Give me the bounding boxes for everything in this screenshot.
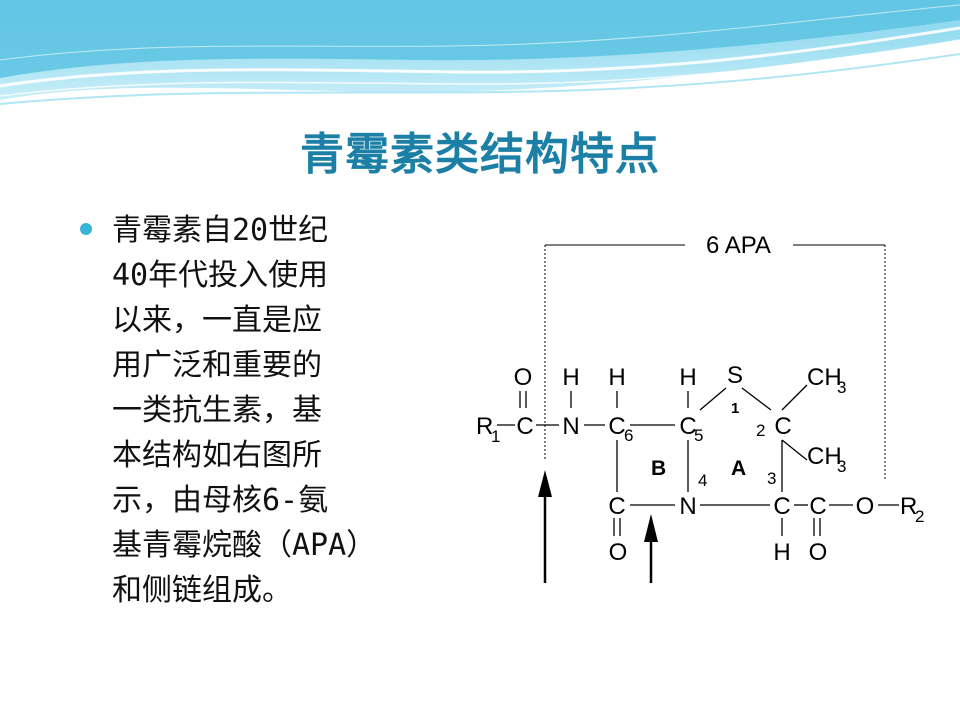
apa-label: 6 APA [706, 232, 771, 259]
atom-label: C [809, 493, 826, 520]
page-title: 青霉素类结构特点 [300, 129, 660, 180]
bonds [497, 384, 899, 536]
apa-bracket [544, 244, 886, 480]
atom-number: 5 [694, 426, 703, 445]
atom-label: CH [807, 364, 842, 391]
bullet-dot [80, 223, 92, 235]
atom-label: O [809, 539, 828, 566]
atom-label: H [679, 364, 696, 391]
atom-label: C [608, 493, 625, 520]
atom-label: N [679, 493, 696, 520]
atom-number: 6 [624, 426, 633, 445]
bullet-line: 基青霉烷酸（APA） [112, 528, 377, 563]
atom-number: 3 [767, 469, 776, 488]
atom-label: N [562, 413, 579, 440]
atom-number: 4 [698, 471, 707, 490]
atom-number: 2 [756, 421, 765, 440]
atom-label: O [856, 493, 875, 520]
atom-label: H [773, 539, 790, 566]
atom-subscript: 3 [837, 457, 846, 476]
atom-label: O [609, 539, 628, 566]
atom-label: H [608, 364, 625, 391]
bullet-line: 青霉素自20世纪 [112, 213, 329, 248]
atom-label: CH [807, 443, 842, 470]
atom-label: C [608, 413, 625, 440]
ring-label: B [651, 457, 666, 480]
atom-subscript: 1 [491, 427, 500, 446]
bullet-line: 和侧链组成。 [112, 573, 292, 608]
bullet-line: 一类抗生素，基 [112, 393, 322, 428]
atom-number: 1 [731, 400, 739, 417]
atom-label: C [774, 413, 791, 440]
bullet-line: 40年代投入使用 [112, 258, 329, 293]
bullet-line: 示，由母核6-氨 [112, 483, 329, 518]
atom-label: C [516, 413, 533, 440]
atom-labels: O H H H S CH 3 R 1 C N C 6 C 5 1 2 C CH … [476, 362, 924, 566]
atom-subscript: 3 [837, 378, 846, 397]
atom-label: R [476, 413, 493, 440]
atom-label: O [514, 364, 533, 391]
bullet-text: 青霉素自20世纪 40年代投入使用 以来，一直是应 用广泛和重要的 一类抗生素，… [112, 208, 392, 613]
bullet-line: 本结构如右图所 [112, 438, 322, 473]
atom-label: R [900, 493, 917, 520]
atom-label: H [562, 364, 579, 391]
ring-label: A [731, 457, 746, 480]
arrows [538, 470, 658, 583]
bullet-line: 用广泛和重要的 [112, 348, 322, 383]
atom-subscript: 2 [915, 507, 924, 526]
bullet-line: 以来，一直是应 [112, 303, 322, 338]
atom-label: C [773, 493, 790, 520]
atom-label: S [727, 362, 743, 389]
atom-label: C [679, 413, 696, 440]
header-banner [0, 0, 960, 105]
